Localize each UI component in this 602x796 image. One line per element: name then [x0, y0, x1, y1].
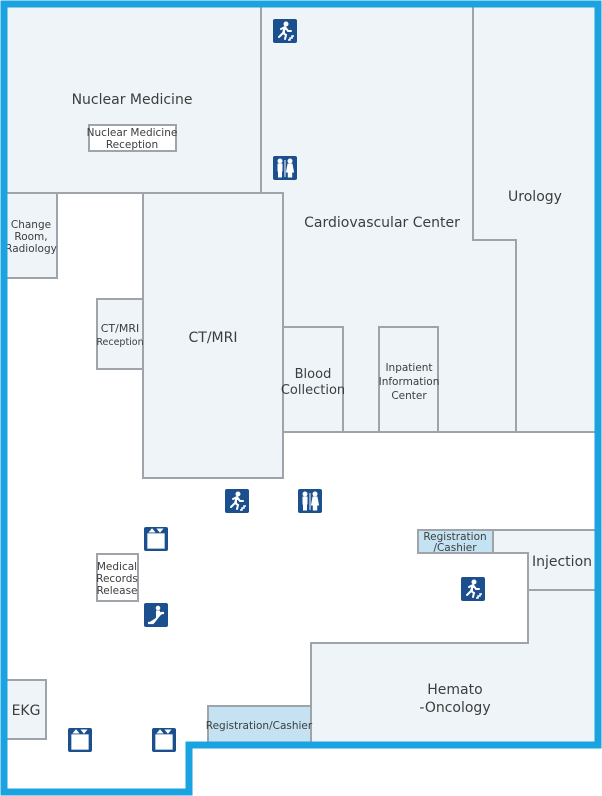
restroom-icon: [297, 488, 323, 514]
elevator-icon: [143, 526, 169, 552]
room-label: Cardiovascular Center: [304, 215, 460, 231]
room-label: Medical: [97, 561, 137, 573]
room-ekg[interactable]: EKG: [3, 679, 47, 740]
room-inpatient-information-center[interactable]: Inpatient Information Center: [378, 326, 440, 433]
room-registration-cashier-bottom[interactable]: Registration/Cashier: [206, 705, 313, 746]
room-label: Reception: [96, 337, 143, 348]
room-label: Center: [391, 390, 427, 402]
room-change-room-radiology[interactable]: Change Room, Radiology: [3, 192, 58, 279]
room-label: EKG: [12, 703, 41, 719]
emergency-exit-icon: [224, 488, 250, 514]
room-label: CT/MRI: [189, 330, 238, 346]
room-label: Nuclear Medicine: [72, 92, 193, 108]
room-label: Records: [96, 573, 138, 585]
emergency-exit-icon: [460, 576, 486, 602]
room-nuclear-medicine[interactable]: Nuclear Medicine: [3, 3, 262, 194]
room-hemato-oncology[interactable]: Hemato -Oncology: [310, 589, 599, 746]
room-label: Injection: [532, 554, 592, 570]
room-label: /Cashier: [433, 542, 477, 554]
elevator-icon: [67, 727, 93, 753]
room-label: Information: [379, 376, 440, 388]
room-label: Reception: [106, 139, 158, 151]
room-label: Collection: [281, 383, 345, 398]
room-label: Nuclear Medicine: [87, 127, 178, 139]
elevator-icon: [151, 727, 177, 753]
room-nuclear-medicine-reception[interactable]: Nuclear Medicine Reception: [87, 124, 178, 152]
emergency-exit-icon: [272, 18, 298, 44]
room-injection[interactable]: Injection: [492, 529, 599, 591]
room-label: Registration/Cashier: [206, 720, 313, 732]
room-label: Radiology: [5, 243, 57, 255]
room-label: Urology: [508, 189, 562, 205]
room-ct-mri-reception[interactable]: CT/MRI Reception: [96, 298, 144, 370]
room-label: Release: [96, 585, 137, 597]
room-label: CT/MRI: [101, 322, 139, 335]
room-label: Hemato: [427, 682, 482, 698]
room-medical-records-release[interactable]: Medical Records Release: [96, 553, 139, 602]
room-label: Blood: [295, 367, 332, 382]
escalator-icon: [142, 601, 170, 629]
room-label: Inpatient: [385, 362, 432, 374]
room-label: Registration: [423, 531, 486, 543]
room-label: Change: [11, 219, 51, 231]
room-ct-mri[interactable]: CT/MRI: [142, 192, 284, 479]
restroom-icon: [272, 155, 298, 181]
room-label: Room,: [14, 231, 47, 243]
room-blood-collection[interactable]: Blood Collection: [281, 326, 345, 433]
room-registration-cashier-right[interactable]: Registration /Cashier: [417, 529, 494, 554]
room-label: -Oncology: [419, 700, 490, 716]
